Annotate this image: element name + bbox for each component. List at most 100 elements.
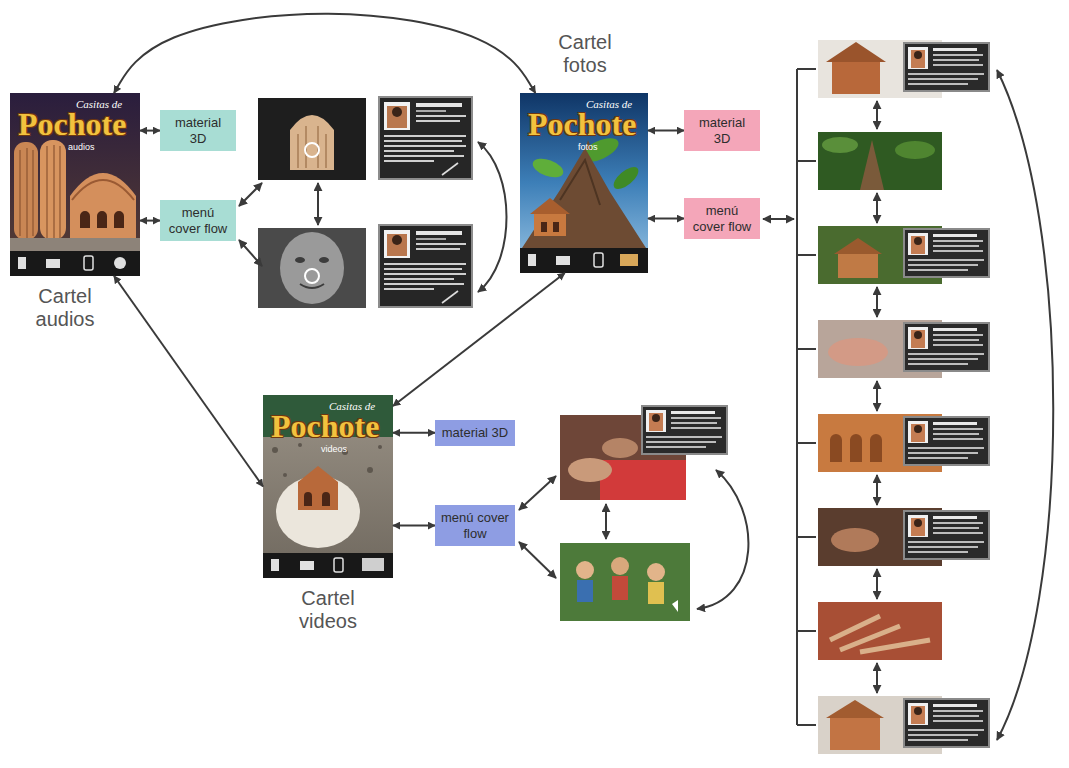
poster-fotos-image	[520, 248, 648, 273]
photo-column	[818, 602, 942, 660]
photo-column	[830, 716, 880, 750]
poster-fotos-image	[620, 254, 638, 266]
layout-arrow	[876, 101, 878, 129]
menu-box: material 3D	[684, 110, 760, 151]
audio-screens	[300, 284, 324, 288]
poster-fotos-image	[541, 222, 547, 232]
poster-kind: audios	[68, 143, 95, 152]
video-screens	[647, 563, 665, 581]
audio-screens	[305, 269, 319, 283]
poster-videos-image	[272, 447, 278, 453]
poster-title: Pochote	[271, 410, 379, 442]
poster-videos-image	[362, 558, 384, 571]
poster-fotos-image	[553, 222, 559, 232]
video-screens	[642, 406, 727, 454]
layout-arrow	[317, 183, 319, 225]
video-screens	[648, 582, 664, 604]
box-label: material 3D	[166, 115, 230, 146]
connector-arrow	[140, 220, 160, 222]
poster-fotos-image	[522, 148, 646, 248]
video-screens	[672, 600, 678, 612]
layout-arrow	[519, 470, 748, 609]
poster-fotos-image	[530, 155, 566, 181]
poster-audios-image	[80, 211, 124, 228]
photo-column	[895, 141, 935, 159]
video-screens	[576, 561, 594, 579]
poster-fotos-image	[556, 256, 570, 265]
layout-arrow	[876, 663, 878, 693]
photo-column	[826, 700, 884, 718]
audio-screens	[258, 228, 366, 308]
layout-arrow	[478, 142, 507, 292]
audio-screens	[319, 257, 329, 263]
photo-column	[822, 137, 858, 153]
poster-kind: videos	[321, 445, 347, 454]
connector-arrow	[393, 432, 435, 434]
poster-fotos-image	[530, 198, 570, 214]
poster-videos-image	[263, 395, 393, 578]
poster-fotos-image	[560, 160, 600, 205]
poster-audios-image	[72, 180, 134, 200]
poster-videos-image	[263, 553, 393, 578]
layout-arrow	[239, 240, 262, 266]
poster-audios-image	[10, 93, 140, 276]
video-screens	[577, 580, 593, 602]
photo-column	[828, 338, 888, 366]
box-label: menú cover flow	[441, 510, 509, 541]
video-screens	[568, 458, 612, 482]
photo-column	[838, 252, 878, 278]
connector-arrow	[114, 14, 535, 93]
poster-audios-image	[114, 257, 126, 269]
layout-arrow	[876, 287, 878, 317]
photo-column	[818, 40, 989, 754]
photo-column	[832, 60, 880, 94]
layout-arrow	[239, 183, 262, 206]
poster-fotos-image	[528, 254, 536, 266]
photo-column	[904, 699, 989, 747]
audio-screens	[290, 115, 334, 170]
layout-arrow	[697, 470, 748, 609]
poster-fotos-image	[534, 212, 566, 236]
photo-column	[826, 42, 886, 62]
layout-arrow	[239, 142, 507, 292]
poster-videos-image	[367, 467, 373, 473]
menu-box: material 3D	[435, 420, 515, 446]
poster-caption: Cartel fotos	[550, 31, 620, 77]
audio-screens	[379, 225, 472, 307]
poster-videos-image	[298, 466, 338, 510]
connector-arrow	[648, 218, 684, 220]
poster-videos-image	[298, 443, 302, 447]
poster-videos-image	[378, 445, 382, 449]
poster-title: Pochote	[528, 108, 636, 140]
poster-videos-image	[334, 558, 343, 572]
photo-column	[818, 132, 942, 190]
layout-arrow	[763, 218, 794, 220]
poster-node: Casitas dePochotevideosCartel videos	[263, 395, 393, 578]
layout-arrow	[519, 476, 556, 510]
photo-column	[830, 434, 882, 462]
layout-arrow	[605, 504, 607, 539]
poster-videos-image	[304, 492, 330, 506]
poster-audios-image	[70, 173, 136, 240]
box-label: menú cover flow	[690, 203, 754, 234]
photo-column	[830, 616, 930, 652]
poster-audios-image	[10, 238, 140, 251]
poster-audios-image	[10, 251, 140, 276]
poster-audios-image	[20, 145, 60, 238]
connector-arrow	[393, 273, 565, 406]
menu-box: menú cover flow	[435, 505, 515, 546]
video-screens	[600, 460, 686, 500]
poster-audios-image	[84, 256, 93, 270]
poster-audios-image	[14, 142, 38, 240]
video-screens	[560, 406, 727, 621]
layout-arrow	[876, 475, 878, 505]
layout-arrow	[876, 193, 878, 223]
layout-arrow	[763, 69, 1053, 740]
layout-arrow	[797, 69, 816, 725]
audio-screens	[298, 126, 326, 168]
photo-column	[904, 417, 989, 465]
audio-screens	[280, 232, 344, 304]
connector-group	[114, 14, 684, 526]
layout-arrow	[519, 542, 556, 578]
